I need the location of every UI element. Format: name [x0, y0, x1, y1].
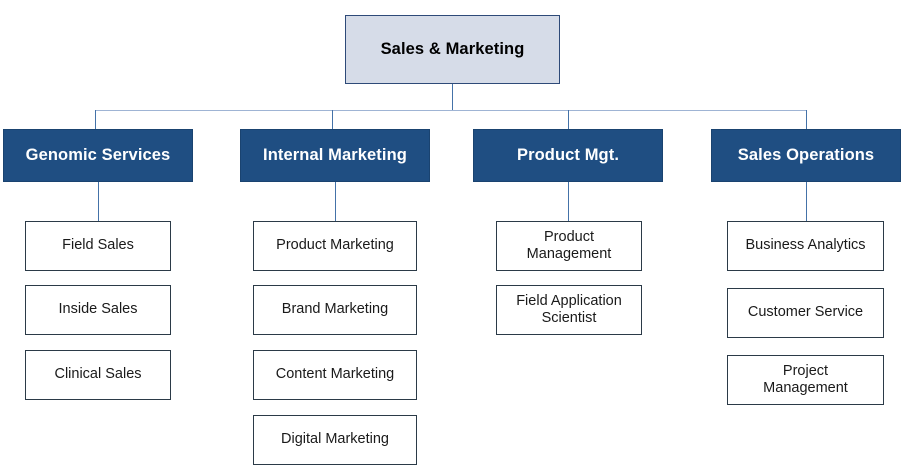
leaf-node-field-sales[interactable]: Field Sales [25, 221, 171, 271]
leaf-node-digital-marketing[interactable]: Digital Marketing [253, 415, 417, 465]
leaf-label-field-sales: Field Sales [62, 237, 134, 254]
root-node-sales-and-marketing[interactable]: Sales & Marketing [345, 15, 560, 84]
department-label-internal-marketing: Internal Marketing [263, 145, 407, 164]
department-label-genomic-services: Genomic Services [25, 145, 171, 164]
leaf-label-clinical-sales: Clinical Sales [54, 366, 142, 383]
root-node-label: Sales & Marketing [380, 39, 525, 58]
department-label-product-mgt: Product Mgt. [516, 145, 620, 164]
department-node-sales-operations[interactable]: Sales Operations [711, 129, 901, 182]
leaf-label-content-marketing: Content Marketing [275, 366, 395, 383]
connector-genomic-services-children [98, 182, 99, 221]
connector-root-stem [452, 84, 453, 110]
department-label-sales-operations: Sales Operations [737, 145, 875, 164]
leaf-label-project-management: Project Management [763, 362, 848, 396]
leaf-label-field-application-scientist: Field Application Scientist [516, 292, 622, 326]
connector-department-bus [95, 110, 807, 111]
leaf-node-content-marketing[interactable]: Content Marketing [253, 350, 417, 400]
leaf-label-inside-sales: Inside Sales [58, 301, 138, 318]
leaf-label-product-management: Product Management [526, 228, 612, 262]
connector-product-mgt-children [568, 182, 569, 221]
connector-drop-sales-operations [806, 110, 807, 129]
leaf-label-digital-marketing: Digital Marketing [281, 431, 389, 448]
leaf-node-project-management[interactable]: Project Management [727, 355, 884, 405]
leaf-node-brand-marketing[interactable]: Brand Marketing [253, 285, 417, 335]
leaf-label-brand-marketing: Brand Marketing [281, 301, 389, 318]
leaf-node-field-application-scientist[interactable]: Field Application Scientist [496, 285, 642, 335]
leaf-label-product-marketing: Product Marketing [276, 237, 394, 254]
leaf-node-product-management[interactable]: Product Management [496, 221, 642, 271]
leaf-node-clinical-sales[interactable]: Clinical Sales [25, 350, 171, 400]
department-node-genomic-services[interactable]: Genomic Services [3, 129, 193, 182]
connector-sales-operations-children [806, 182, 807, 221]
connector-drop-internal-marketing [332, 110, 333, 129]
connector-internal-marketing-children [335, 182, 336, 221]
department-node-product-mgt[interactable]: Product Mgt. [473, 129, 663, 182]
department-node-internal-marketing[interactable]: Internal Marketing [240, 129, 430, 182]
leaf-node-product-marketing[interactable]: Product Marketing [253, 221, 417, 271]
leaf-node-customer-service[interactable]: Customer Service [727, 288, 884, 338]
leaf-node-inside-sales[interactable]: Inside Sales [25, 285, 171, 335]
connector-drop-genomic-services [95, 110, 96, 129]
leaf-label-customer-service: Customer Service [747, 304, 864, 321]
connector-drop-product-mgt [568, 110, 569, 129]
leaf-label-business-analytics: Business Analytics [745, 237, 866, 254]
leaf-node-business-analytics[interactable]: Business Analytics [727, 221, 884, 271]
